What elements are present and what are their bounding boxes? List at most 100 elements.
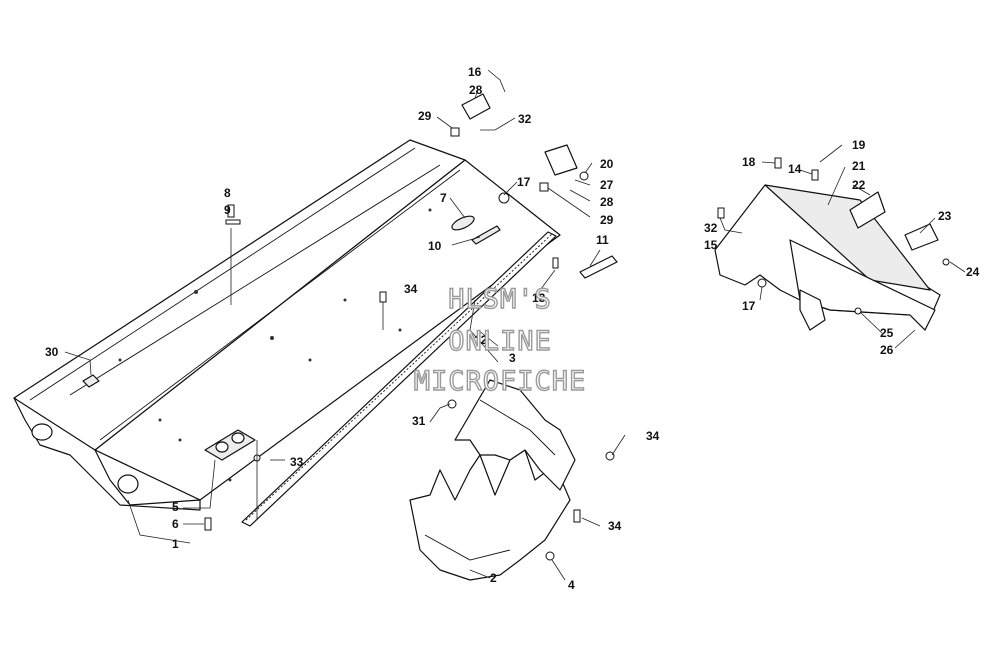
nut-34b [605, 451, 615, 461]
decal-22 [849, 191, 886, 229]
callout-15: 15 [704, 238, 718, 252]
handle-outline [504, 64, 618, 141]
bolt-34c [573, 509, 581, 523]
tunnel-edge-line [29, 147, 416, 401]
callout-25: 25 [880, 326, 894, 340]
callout-29b: 29 [600, 213, 614, 227]
decal-23 [904, 223, 939, 251]
tunnel-hole-rear [117, 474, 139, 494]
decal-oval [451, 215, 475, 231]
rivet [270, 336, 274, 340]
screw-13 [552, 257, 559, 269]
slide-rail [241, 231, 557, 527]
bolt-32b [717, 207, 725, 219]
flap-upper [764, 184, 931, 291]
nut-24 [942, 258, 950, 266]
nut-17b [757, 278, 767, 288]
handle-bracket-right [544, 144, 578, 176]
callout-24: 24 [966, 265, 980, 279]
callout-17a: 17 [517, 175, 531, 189]
callout-30: 30 [45, 345, 59, 359]
callout-labels: 1 2 3 4 5 6 7 8 9 10 11 12 13 14 15 16 1… [45, 65, 980, 592]
plate-hole [215, 441, 229, 453]
callout-14: 14 [788, 162, 802, 176]
callout-26: 26 [880, 343, 894, 357]
tunnel-hole-front [31, 423, 53, 441]
callout-8: 8 [224, 186, 231, 200]
callout-27: 27 [600, 178, 614, 192]
heat-exchanger-plate [204, 429, 256, 461]
rivet [343, 298, 347, 302]
callout-2: 2 [490, 571, 497, 585]
rail-strip [241, 231, 557, 527]
callout-19: 19 [852, 138, 866, 152]
bolt-6 [204, 517, 212, 531]
decal-rect [471, 225, 501, 245]
bracket-fold-2 [424, 534, 511, 561]
bolt-18 [774, 157, 782, 169]
bracket-lower [409, 449, 571, 581]
callout-7: 7 [440, 191, 447, 205]
handle-bracket-left [461, 93, 491, 120]
rivet [398, 328, 402, 332]
callout-1: 1 [172, 537, 179, 551]
rivet [178, 438, 182, 442]
snow-flap-assembly [714, 184, 941, 331]
watermark-line-2: ONLINE [448, 326, 552, 357]
part-17-clip [498, 192, 510, 204]
callout-20: 20 [600, 157, 614, 171]
callout-10: 10 [428, 239, 442, 253]
callout-29a: 29 [418, 109, 432, 123]
leader-lines [64, 69, 966, 581]
watermark: HLSM'S ONLINE MICROFICHE [413, 283, 587, 397]
nut-4 [545, 551, 555, 561]
callout-32b: 32 [704, 221, 718, 235]
rail-texture [245, 233, 553, 521]
grab-handle [450, 61, 621, 192]
handle-fill [502, 61, 621, 143]
rivet [308, 358, 312, 362]
callout-34b: 34 [646, 429, 660, 443]
callout-31: 31 [412, 414, 426, 428]
callout-11: 11 [596, 233, 609, 247]
rivet [194, 290, 198, 294]
nut-25 [854, 307, 862, 315]
side-brackets [409, 379, 576, 581]
callout-4: 4 [568, 578, 575, 592]
watermark-line-3: MICROFICHE [414, 366, 587, 397]
callout-34a: 34 [404, 282, 418, 296]
bolt-34 [379, 291, 387, 303]
tunnel-ridge-line-2 [99, 169, 461, 441]
rivet [428, 208, 432, 212]
flap-bracket [799, 289, 826, 331]
bracket-upper [454, 379, 576, 491]
callout-18: 18 [742, 155, 756, 169]
tunnel [13, 139, 561, 511]
callout-21: 21 [852, 159, 866, 173]
nut [450, 127, 460, 137]
bolt-14 [811, 169, 819, 181]
callout-5: 5 [172, 500, 179, 514]
bracket-fold [479, 399, 556, 456]
washer-9 [225, 219, 241, 225]
callout-28a: 28 [469, 83, 483, 97]
hardware [204, 157, 950, 561]
small-plate [82, 374, 100, 388]
callout-34c: 34 [608, 519, 622, 533]
callout-32a: 32 [518, 112, 532, 126]
rivet [228, 478, 232, 482]
bolt-8 [227, 204, 235, 218]
callout-6: 6 [172, 517, 179, 531]
nut-20 [579, 171, 589, 181]
callout-3: 3 [509, 351, 516, 365]
callout-22: 22 [852, 178, 866, 192]
nut-31 [447, 399, 457, 409]
callout-28b: 28 [600, 195, 614, 209]
callout-33: 33 [290, 455, 304, 469]
plate-hole [231, 432, 245, 444]
callout-13: 13 [532, 291, 546, 305]
callout-16: 16 [468, 65, 482, 79]
callout-23: 23 [938, 209, 952, 223]
